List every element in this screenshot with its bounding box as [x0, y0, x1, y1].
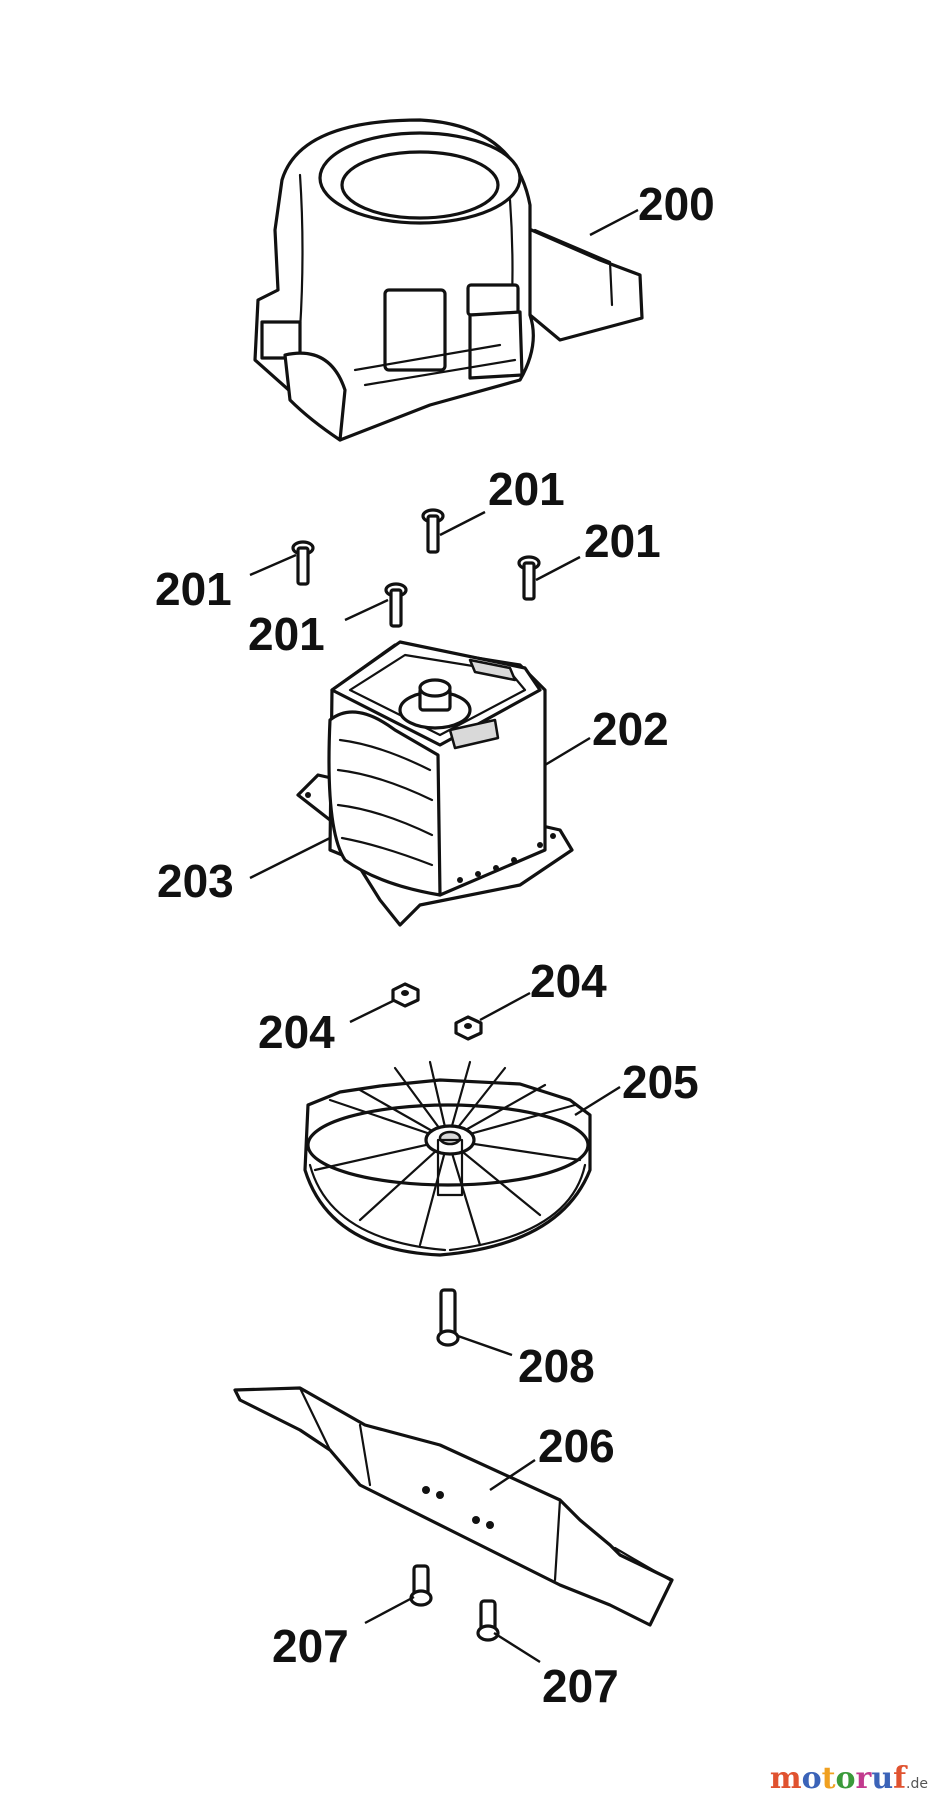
watermark-tld: .de [906, 1776, 928, 1792]
part-207-screw[interactable] [409, 1564, 433, 1607]
part-206-blade[interactable] [233, 1386, 674, 1627]
label-202: 202 [592, 703, 669, 755]
label-201: 201 [155, 563, 232, 615]
part-201-screw[interactable] [517, 555, 541, 601]
part-204-nut[interactable] [391, 982, 420, 1008]
label-206: 206 [538, 1420, 615, 1472]
part-208-bolt[interactable] [436, 1288, 460, 1347]
watermark-letter: f [893, 1761, 907, 1796]
label-208: 208 [518, 1340, 595, 1392]
label-204: 204 [258, 1006, 335, 1058]
watermark-letter: r [855, 1761, 872, 1796]
part-labels: 200 201 201 201 201 202 203 204 204 205 … [155, 178, 715, 1712]
part-201-screw[interactable] [384, 582, 408, 628]
label-207: 207 [542, 1660, 619, 1712]
label-205: 205 [622, 1056, 699, 1108]
label-201: 201 [488, 463, 565, 515]
part-200-housing[interactable] [253, 118, 644, 442]
brand-watermark: motoruf.de [770, 1761, 928, 1796]
watermark-letter: t [821, 1761, 836, 1796]
part-205-fan[interactable] [303, 1060, 592, 1257]
label-201: 201 [584, 515, 661, 567]
part-201-screw[interactable] [291, 540, 315, 586]
watermark-letter: m [769, 1761, 802, 1796]
label-203: 203 [157, 855, 234, 907]
label-204: 204 [530, 955, 607, 1007]
watermark-letter: u [871, 1761, 894, 1796]
watermark-letter: o [801, 1761, 822, 1796]
watermark-letter: o [835, 1761, 856, 1796]
leader-lines [249, 208, 639, 1664]
part-201-screw[interactable] [421, 508, 445, 554]
part-207-screw[interactable] [476, 1599, 500, 1642]
label-200: 200 [638, 178, 715, 230]
label-207: 207 [272, 1620, 349, 1672]
label-201: 201 [248, 608, 325, 660]
part-204-nut[interactable] [454, 1015, 483, 1041]
part-203-stator-winding[interactable] [305, 710, 556, 897]
